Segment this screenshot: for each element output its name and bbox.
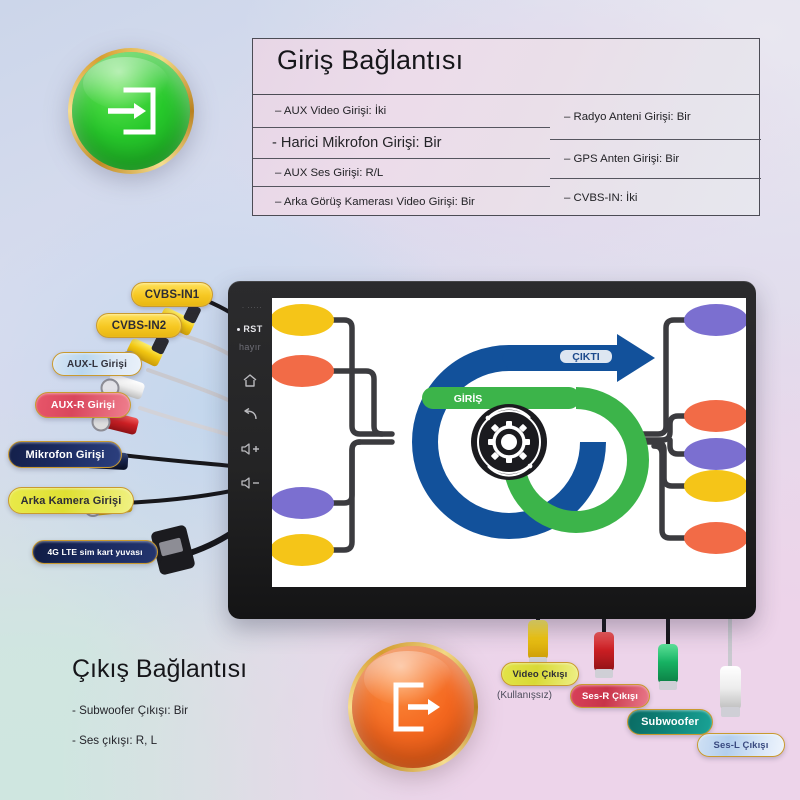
reset-label: RST xyxy=(243,324,263,334)
input-connection-table: Giriş Bağlantısı – AUX Video Girişi: İki… xyxy=(252,38,761,217)
input-title-row: Giriş Bağlantısı xyxy=(253,39,759,95)
node-left-4 xyxy=(272,534,334,566)
node-right-5 xyxy=(684,522,746,554)
microphone-icon: · ····· xyxy=(242,305,263,311)
label-ses-r-cikisi: Ses-R Çıkışı xyxy=(570,684,650,708)
label-ses-l-cikisi: Ses-L Çıkışı xyxy=(697,733,785,757)
node-right-1 xyxy=(684,304,746,336)
label-cvbs-in1: CVBS-IN1 xyxy=(131,282,213,307)
table-row: – AUX Ses Girişi: R/L xyxy=(253,159,550,187)
label-subwoofer: Subwoofer xyxy=(627,709,713,735)
volume-down-icon xyxy=(241,477,259,489)
back-button[interactable] xyxy=(228,408,272,422)
table-row: – CVBS-IN: İki xyxy=(550,179,761,217)
output-connection-block: Çıkış Bağlantısı - Subwoofer Çıkışı: Bir… xyxy=(72,655,342,747)
home-icon xyxy=(243,374,257,387)
input-item-aux-video: – AUX Video Girişi: İki xyxy=(275,105,387,117)
node-right-2 xyxy=(684,400,746,432)
gear-process-icon xyxy=(471,404,547,480)
input-item-harici-mikrofon: - Harici Mikrofon Girişi: Bir xyxy=(272,135,442,151)
output-label-plate xyxy=(560,350,612,363)
volume-up-button[interactable] xyxy=(228,442,272,456)
diagram-nodes xyxy=(272,304,746,566)
label-mikrofon: Mikrofon Girişi xyxy=(8,441,122,468)
input-arrow-label: GİRİŞ xyxy=(454,392,483,405)
label-video-cikisi: Video Çıkışı xyxy=(501,662,579,686)
label-kullanissiz: (Kullanışsız) xyxy=(497,690,553,701)
login-arrow-icon xyxy=(108,87,156,135)
table-row: – Radyo Anteni Girişi: Bir xyxy=(550,95,761,140)
volume-down-button[interactable] xyxy=(228,476,272,490)
table-row: – GPS Anten Girişi: Bir xyxy=(550,140,761,179)
label-cvbs-in2: CVBS-IN2 xyxy=(96,313,182,338)
table-row: – AUX Video Girişi: İki xyxy=(253,95,550,128)
table-row: – Arka Görüş Kamerası Video Girişi: Bir xyxy=(253,187,550,217)
label-arka-kamera: Arka Kamera Girişi xyxy=(8,487,134,514)
car-head-unit: · ····· RST hayır xyxy=(228,281,756,619)
input-item-arka-gorus: – Arka Görüş Kamerası Video Girişi: Bir xyxy=(275,196,475,208)
status-led-icon xyxy=(237,328,241,332)
volume-up-icon xyxy=(241,443,259,455)
input-right-column: – Radyo Anteni Girişi: Bir – GPS Anten G… xyxy=(550,95,761,217)
reset-button[interactable]: RST xyxy=(228,324,272,334)
device-bezel-buttons: · ····· RST hayır xyxy=(228,281,272,619)
node-left-3 xyxy=(272,487,334,519)
output-item-ses: - Ses çıkışı: R, L xyxy=(72,734,158,747)
device-screen[interactable]: ÇIKTI GİRİŞ xyxy=(272,298,746,587)
logout-arrow-icon xyxy=(393,682,440,732)
label-4g-lte: 4G LTE sim kart yuvası xyxy=(32,540,158,564)
label-aux-r: AUX-R Girişi xyxy=(35,392,131,418)
label-aux-l: AUX-L Girişi xyxy=(52,352,142,376)
output-section-title: Çıkış Bağlantısı xyxy=(72,655,248,683)
input-item-aux-ses: – AUX Ses Girişi: R/L xyxy=(275,166,384,179)
output-item-subwoofer: - Subwoofer Çıkışı: Bir xyxy=(72,704,188,717)
input-item-gps-anten: – GPS Anten Girişi: Bir xyxy=(564,153,680,165)
back-arrow-icon xyxy=(243,408,257,420)
input-item-cvbs-in: – CVBS-IN: İki xyxy=(564,192,638,204)
input-section-title: Giriş Bağlantısı xyxy=(277,45,464,75)
input-badge xyxy=(68,48,194,174)
diagram-connectors xyxy=(325,317,693,553)
input-left-column: – AUX Video Girişi: İki - Harici Mikrofo… xyxy=(253,95,550,217)
hayir-label: hayır xyxy=(238,342,261,352)
output-badge xyxy=(348,642,478,772)
node-right-3 xyxy=(684,438,746,470)
node-left-1 xyxy=(272,304,334,336)
home-button[interactable] xyxy=(228,373,272,388)
node-right-4 xyxy=(684,470,746,502)
process-flow-diagram: ÇIKTI GİRİŞ xyxy=(272,304,746,566)
node-left-2 xyxy=(272,355,334,387)
output-arrow-label: ÇIKTI xyxy=(572,351,599,363)
input-item-radyo-anteni: – Radyo Anteni Girişi: Bir xyxy=(564,111,691,123)
table-row: - Harici Mikrofon Girişi: Bir xyxy=(253,128,550,159)
